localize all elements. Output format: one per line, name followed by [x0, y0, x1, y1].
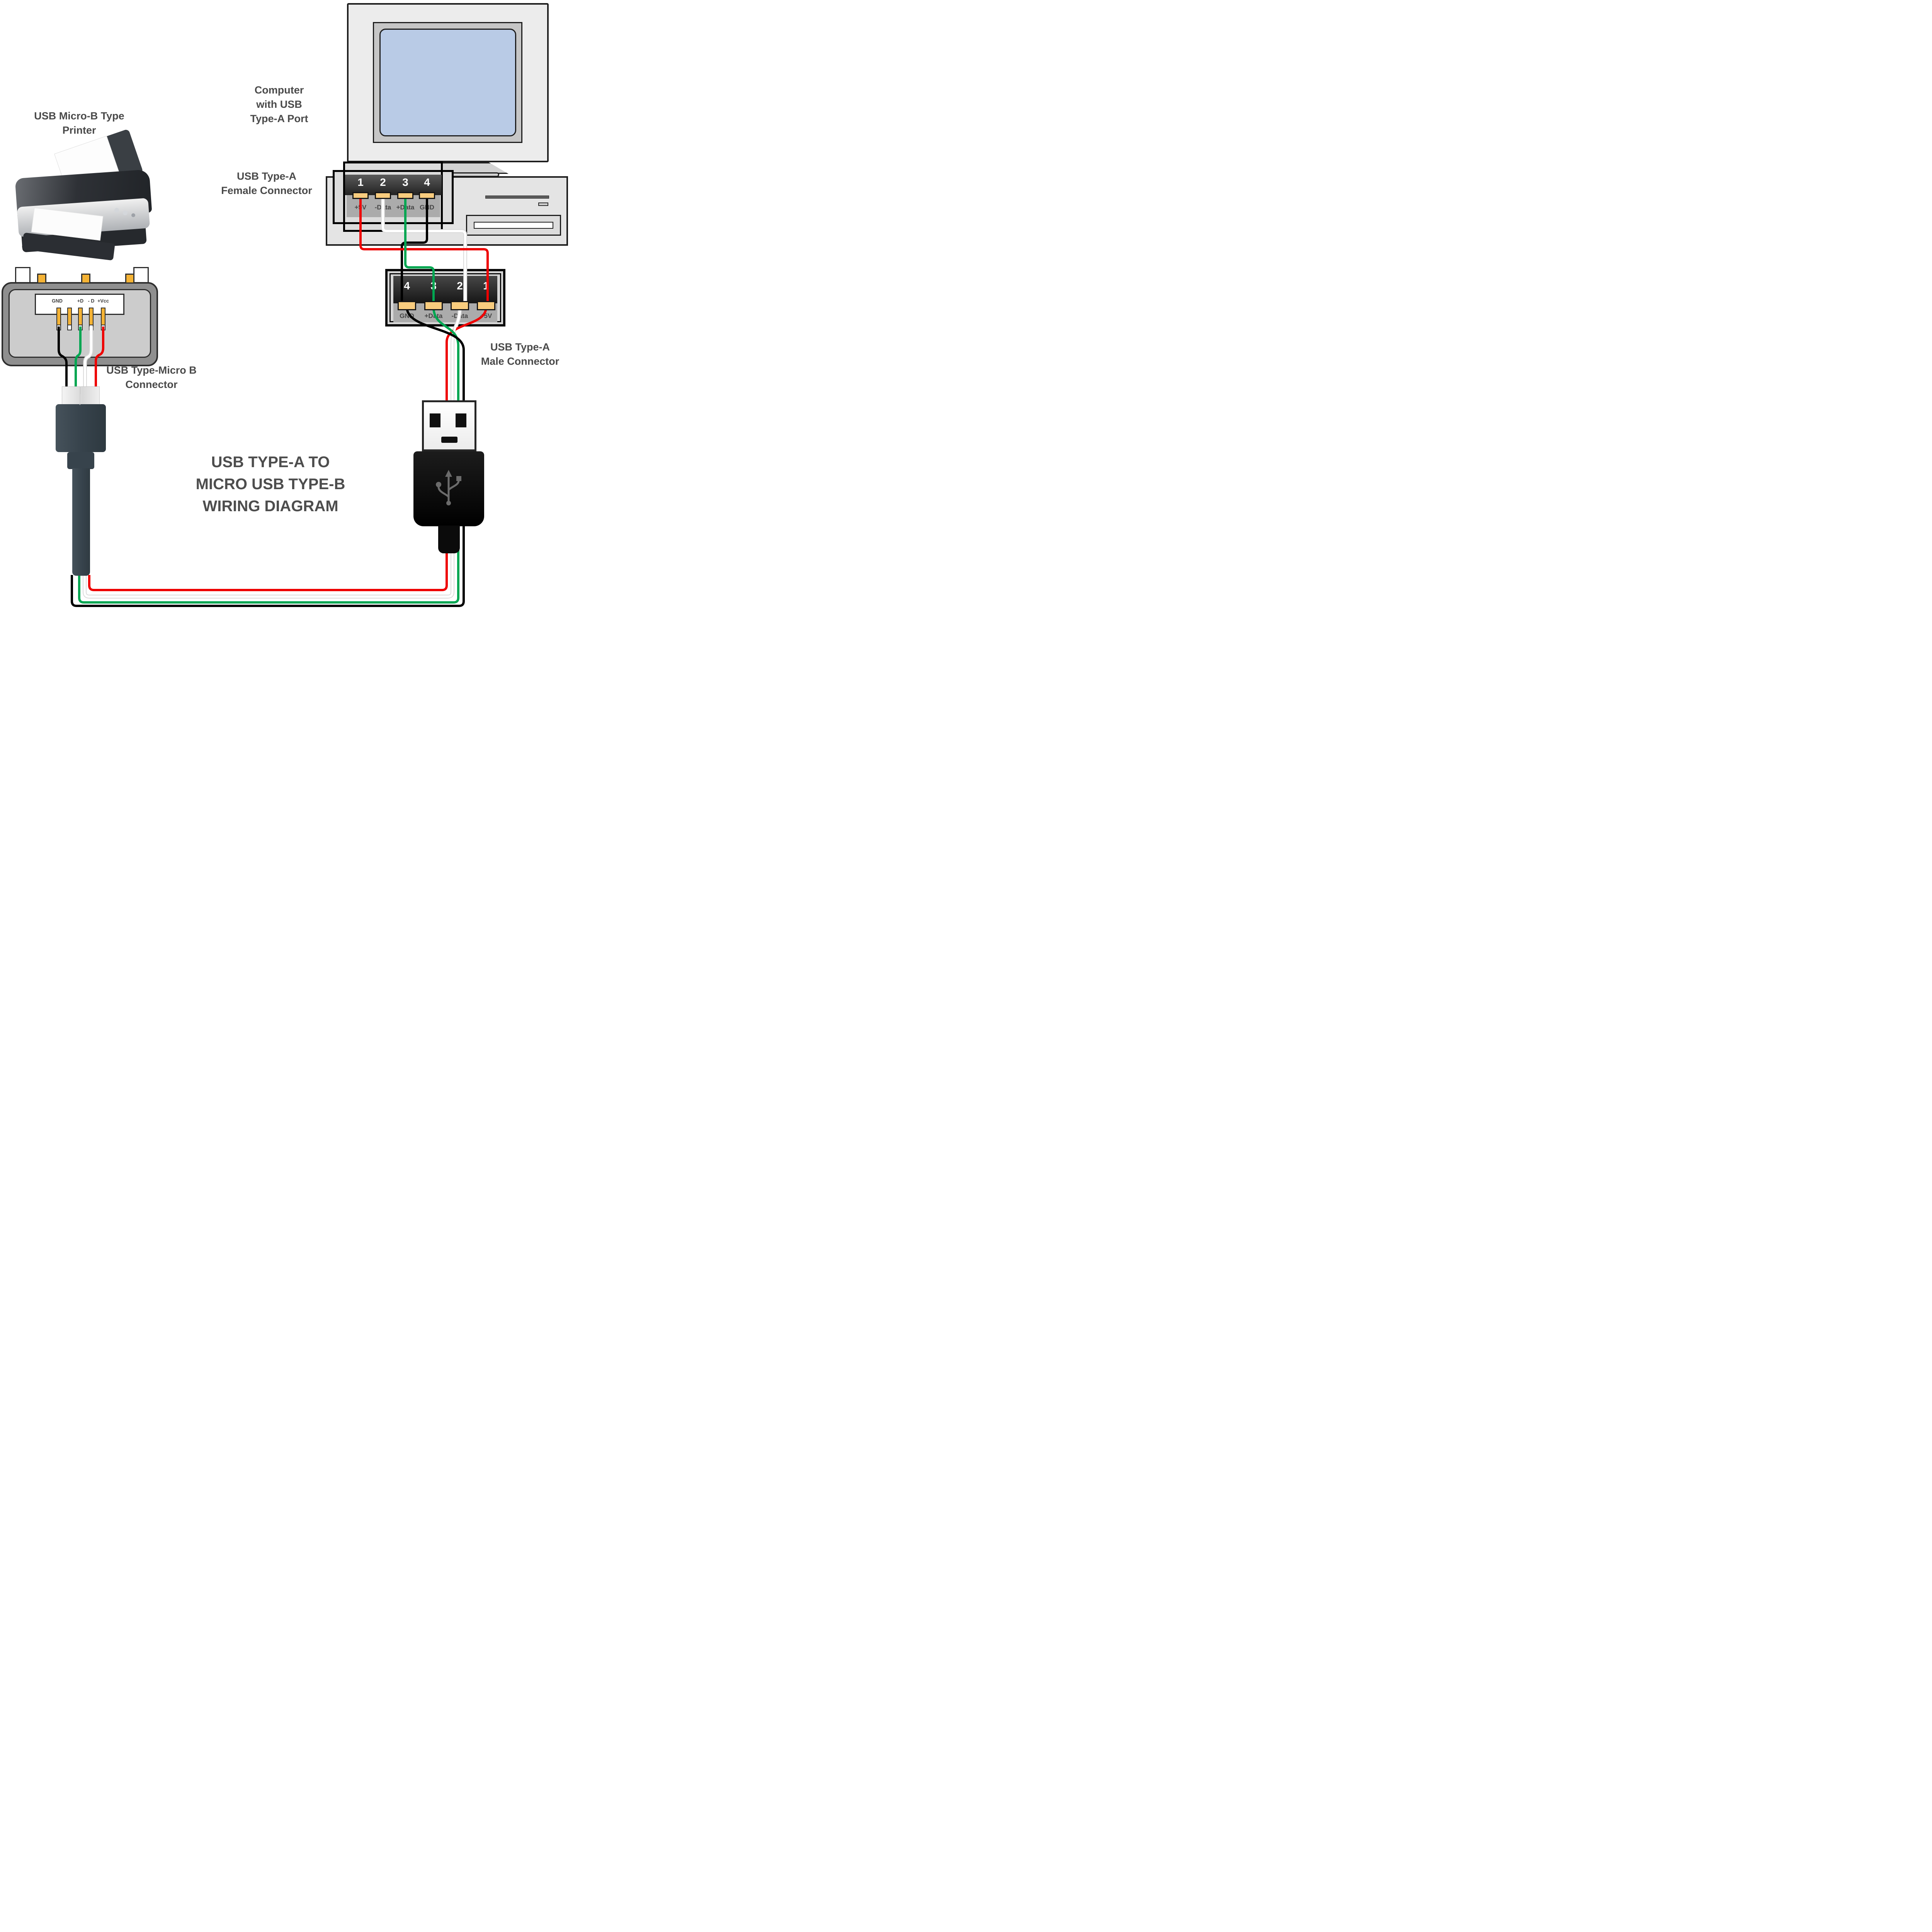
- female-pin-number-4: 4: [424, 176, 430, 188]
- computer-label-line2: with USB: [256, 99, 302, 110]
- micro-plug-strain-relief: [67, 452, 94, 469]
- wire-minusdata-white-outline: [381, 199, 467, 304]
- male-connector-label-line1: USB Type-A: [490, 341, 550, 353]
- computer-label-line1: Computer: [254, 84, 304, 96]
- micro-plug-shell-seam: [80, 386, 81, 405]
- micro-pin-2: [67, 308, 72, 325]
- cable-wire-green: [78, 307, 459, 604]
- male-pin-number-4: 4: [404, 280, 410, 292]
- usba-plug-slot: [441, 437, 457, 443]
- micro-plug-body: [56, 404, 106, 452]
- printer-button-3: [131, 213, 135, 217]
- micro-pin-label-plusd: +D: [77, 298, 84, 304]
- female-socket: [345, 175, 442, 195]
- female-pin-number-3: 3: [402, 176, 408, 188]
- micro-pin-label-minusd: - D: [88, 298, 95, 304]
- micro-pin-3: [78, 308, 83, 325]
- micro-plug-shell: [62, 386, 100, 406]
- micro-receptacle-solder-tab-3: [125, 274, 134, 284]
- female-pad-4: [419, 192, 435, 199]
- printer-label: USB Micro-B Type Printer: [23, 109, 135, 138]
- micro-wire-green: [75, 327, 82, 390]
- micro-pin-4: [89, 308, 94, 325]
- printer-button-2: [123, 211, 128, 215]
- wire-plusdata-green: [404, 199, 435, 304]
- wire-routing: [58, 199, 489, 607]
- male-pad-1: [477, 301, 495, 310]
- male-socket: [393, 276, 497, 303]
- diagram-title-line1: USB TYPE-A TO: [211, 454, 330, 471]
- female-connector-label-line2: Female Connector: [221, 185, 312, 196]
- micro-receptacle-solder-tab-2: [81, 274, 90, 284]
- drive-bay-slot: [474, 222, 553, 229]
- micro-wire-black: [58, 327, 68, 390]
- male-pin-number-2: 2: [457, 280, 463, 292]
- female-connector-label-line1: USB Type-A: [236, 170, 296, 182]
- cable-wire-black: [71, 307, 465, 607]
- micro-connector-label-line2: Connector: [125, 379, 178, 390]
- male-pad-3: [424, 301, 443, 310]
- diagram-title: USB TYPE-A TO MICRO USB TYPE-B WIRING DI…: [166, 451, 375, 517]
- micro-pin-label-vcc: +Vcc: [97, 298, 109, 304]
- micro-receptacle-solder-tab-1: [37, 274, 46, 284]
- micro-connector-label-line1: USB Type-Micro B: [106, 364, 197, 376]
- wire-5v-red: [359, 199, 489, 304]
- micro-pin-5: [101, 308, 105, 325]
- wire-minusdata-white: [382, 199, 466, 304]
- male-pad-4: [398, 301, 416, 310]
- monitor-screen: [379, 29, 516, 136]
- micro-cable: [72, 468, 90, 576]
- wiring-diagram: 1 2 3 4 +5V -Data +Data GND 4 3 2 1 GND …: [0, 0, 568, 607]
- micro-connector-label: USB Type-Micro B Connector: [104, 363, 199, 392]
- male-connector-label: USB Type-A Male Connector: [477, 340, 563, 369]
- floppy-eject-button: [538, 202, 548, 206]
- computer-label-line3: Type-A Port: [250, 113, 308, 124]
- usb-trident-icon: [436, 470, 461, 505]
- female-pin-number-1: 1: [357, 176, 364, 188]
- female-pad-2: [375, 192, 391, 199]
- male-pad-2: [451, 301, 469, 310]
- usba-plug-hole-left: [430, 413, 440, 427]
- micro-pin-1: [56, 308, 61, 325]
- wire-gnd-black: [401, 199, 428, 304]
- female-pad-3: [397, 192, 413, 199]
- diagram-title-line3: WIRING DIAGRAM: [202, 498, 338, 515]
- printer-label-line1: USB Micro-B Type: [34, 110, 124, 122]
- micro-pin-label-gnd: GND: [52, 298, 63, 304]
- male-connector-label-line2: Male Connector: [481, 355, 560, 367]
- female-connector-label: USB Type-A Female Connector: [214, 169, 319, 198]
- male-pin-name-3: +Data: [424, 312, 443, 320]
- female-pin-number-2: 2: [380, 176, 386, 188]
- micro-receptacle-mount-tab-left: [15, 267, 31, 283]
- micro-wire-red: [95, 327, 104, 390]
- cable-wire-white: [83, 307, 461, 598]
- usba-cable: [438, 526, 460, 553]
- diagram-title-line2: MICRO USB TYPE-B: [196, 476, 345, 493]
- usba-plug-hole-right: [456, 413, 466, 427]
- female-pad-1: [352, 192, 369, 199]
- cable-wire-red: [88, 307, 487, 591]
- micro-wire-white: [84, 327, 92, 390]
- floppy-slot: [485, 196, 549, 199]
- computer-label: Computer with USB Type-A Port: [232, 83, 327, 126]
- printer-label-line2: Printer: [62, 124, 96, 136]
